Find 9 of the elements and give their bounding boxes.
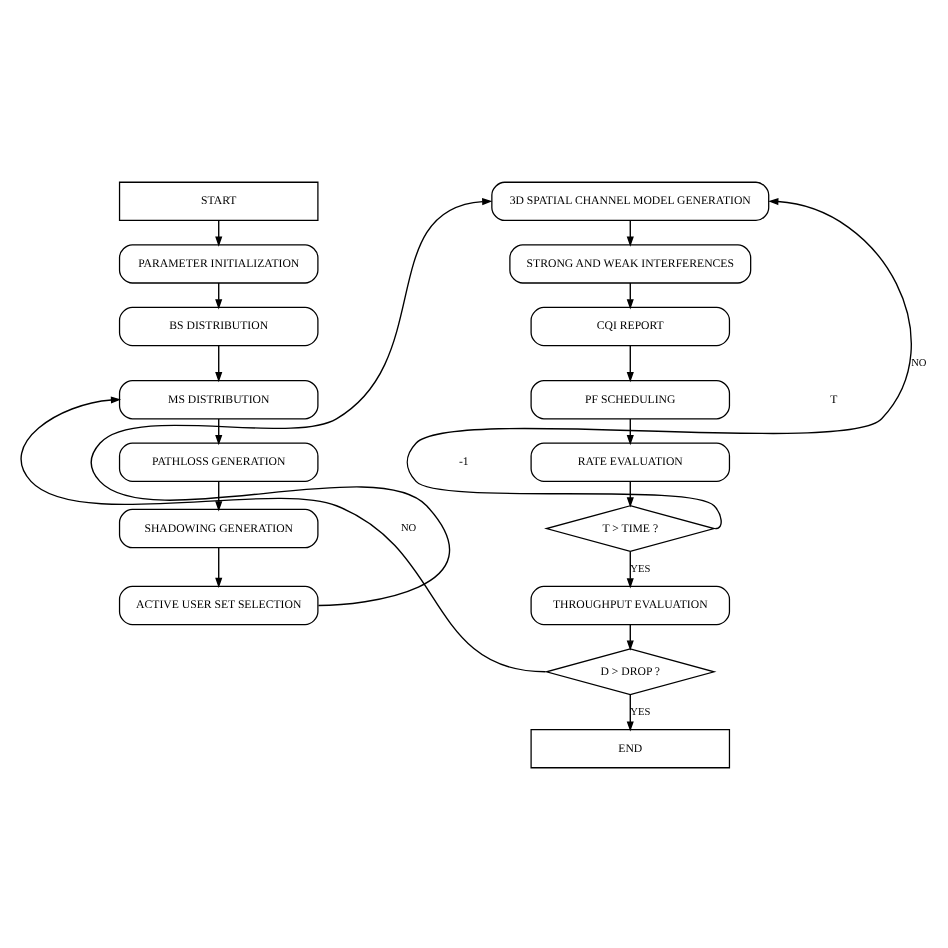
arrow <box>20 395 547 672</box>
arrow <box>626 549 634 588</box>
arrow <box>215 479 223 511</box>
arrow <box>626 693 634 731</box>
arrow <box>215 546 223 588</box>
arrow <box>90 197 493 606</box>
arrow <box>406 197 912 529</box>
arrow <box>626 344 634 382</box>
arrow <box>215 344 223 382</box>
